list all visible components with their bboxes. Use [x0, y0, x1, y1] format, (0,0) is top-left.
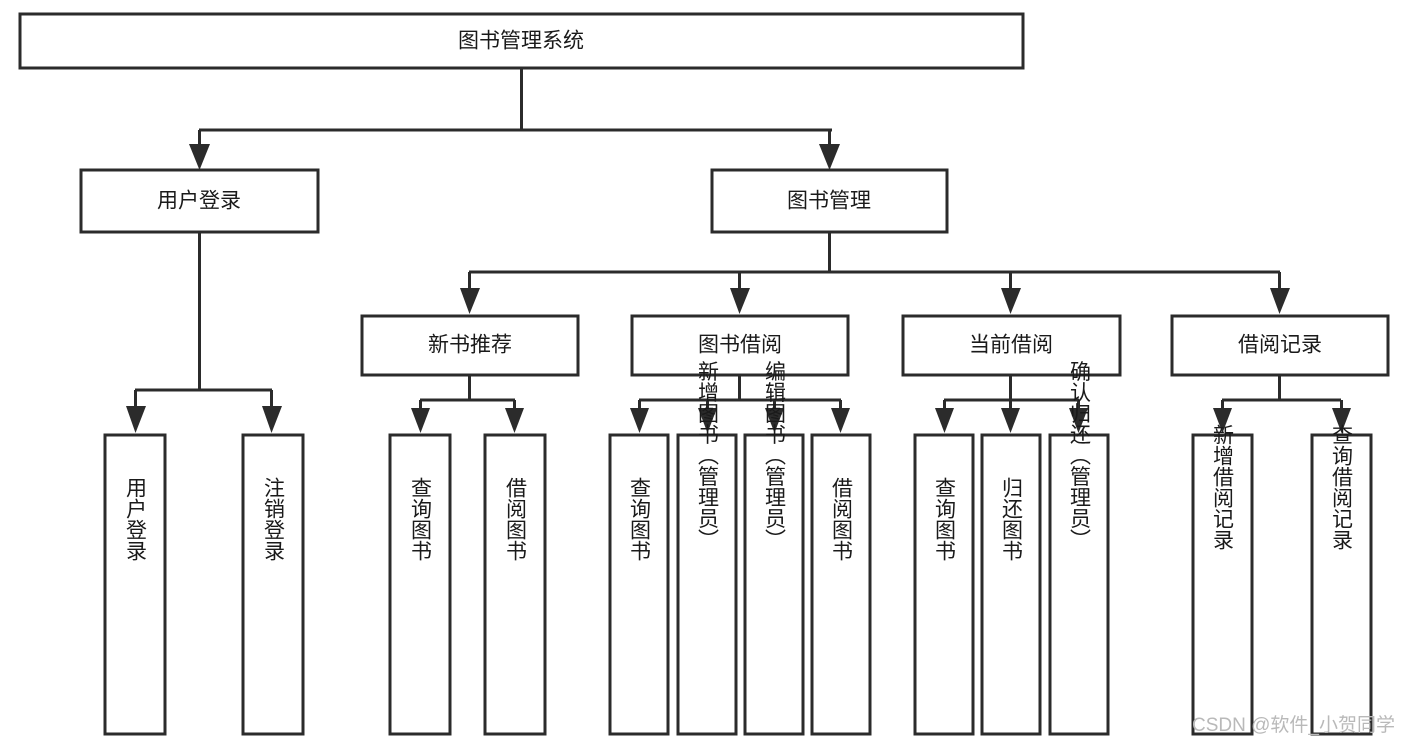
arrow-head-leaf-query-record — [1332, 408, 1351, 433]
node-root-box[interactable] — [18, 12, 1025, 70]
arrow-head-leaf-confirm-return — [1069, 408, 1088, 433]
node-borrow-record-box[interactable] — [1170, 314, 1390, 377]
node-leaf-query-book-1[interactable]: 查询图书 — [388, 433, 452, 736]
node-leaf-add-book-label: 新增图书（管理员） — [696, 361, 720, 550]
node-root[interactable]: 图书管理系统 — [18, 12, 1025, 70]
node-leaf-logout-label: 注销登录 — [262, 477, 286, 561]
node-leaf-borrow-book-1-box[interactable] — [483, 433, 547, 736]
arrow-head-leaf-add-book — [698, 408, 717, 433]
node-leaf-query-book-2-box[interactable] — [608, 433, 670, 736]
arrow-head-leaf-user-login — [126, 406, 146, 433]
node-leaf-user-login-label: 用户登录 — [124, 477, 148, 561]
node-leaf-edit-book-label: 编辑图书（管理员） — [763, 361, 787, 550]
node-leaf-confirm-return-box[interactable] — [1048, 433, 1110, 736]
node-leaf-add-record-box[interactable] — [1191, 433, 1254, 736]
arrow-head-leaf-return-book — [1001, 408, 1020, 433]
node-book-manage[interactable]: 图书管理 — [710, 168, 949, 234]
node-leaf-user-login[interactable]: 用户登录 — [103, 433, 167, 736]
node-leaf-confirm-return-label: 确认归还（管理员） — [1068, 361, 1092, 550]
node-user-login-label: 用户登录 — [157, 190, 241, 213]
arrow-head-leaf-edit-book — [765, 408, 784, 433]
node-leaf-query-book-3-box[interactable] — [913, 433, 975, 736]
node-leaf-add-book-box[interactable] — [676, 433, 738, 736]
node-leaf-query-record[interactable]: 查询借阅记录 — [1310, 424, 1373, 736]
node-leaf-confirm-return[interactable]: 确认归还（管理员） — [1048, 361, 1110, 736]
node-leaf-logout[interactable]: 注销登录 — [241, 433, 305, 736]
node-borrow-record-label: 借阅记录 — [1238, 334, 1322, 357]
node-book-borrow-label: 图书借阅 — [698, 334, 782, 357]
arrow-head-leaf-add-record — [1213, 408, 1232, 433]
arrow-head-leaf-borrow-book-2 — [831, 408, 850, 433]
node-leaf-edit-book-box[interactable] — [743, 433, 805, 736]
node-user-login[interactable]: 用户登录 — [79, 168, 320, 234]
node-user-login-box[interactable] — [79, 168, 320, 234]
connector-layer — [126, 68, 1351, 433]
arrow-head-leaf-query-book-3 — [935, 408, 954, 433]
node-leaf-add-book[interactable]: 新增图书（管理员） — [676, 361, 738, 736]
csdn-watermark: CSDN @软件_小贺同学 — [1192, 714, 1395, 736]
node-book-manage-box[interactable] — [710, 168, 949, 234]
node-leaf-query-book-2[interactable]: 查询图书 — [608, 433, 670, 736]
node-leaf-return-book-box[interactable] — [980, 433, 1042, 736]
node-current-borrow-label: 当前借阅 — [969, 334, 1053, 357]
arrow-head-leaf-logout — [262, 406, 282, 433]
node-book-manage-label: 图书管理 — [787, 190, 871, 213]
node-leaf-return-book-label: 归还图书 — [1000, 477, 1024, 561]
arrow-head-leaf-query-book-2 — [630, 408, 649, 433]
node-leaf-query-record-label: 查询借阅记录 — [1330, 424, 1354, 550]
node-current-borrow-box[interactable] — [901, 314, 1122, 377]
node-leaf-edit-book[interactable]: 编辑图书（管理员） — [743, 361, 805, 736]
arrow-head-user-login — [189, 144, 210, 170]
node-leaf-borrow-book-1-label: 借阅图书 — [504, 477, 528, 561]
node-leaf-borrow-book-2[interactable]: 借阅图书 — [810, 433, 872, 736]
node-leaf-borrow-book-1[interactable]: 借阅图书 — [483, 433, 547, 736]
node-new-book-recommend[interactable]: 新书推荐 — [360, 314, 580, 377]
node-leaf-query-book-2-label: 查询图书 — [628, 477, 652, 561]
node-leaf-return-book[interactable]: 归还图书 — [980, 433, 1042, 736]
node-new-book-recommend-label: 新书推荐 — [428, 334, 512, 357]
arrow-head-new-book-recommend — [460, 288, 480, 314]
arrow-head-leaf-query-book-1 — [411, 408, 430, 433]
arrow-head-leaf-borrow-book-1 — [505, 408, 524, 433]
node-borrow-record[interactable]: 借阅记录 — [1170, 314, 1390, 377]
node-leaf-borrow-book-2-label: 借阅图书 — [830, 477, 854, 561]
node-leaf-query-book-3[interactable]: 查询图书 — [913, 433, 975, 736]
node-leaf-add-record-label: 新增借阅记录 — [1211, 424, 1235, 550]
node-book-borrow[interactable]: 图书借阅 — [630, 314, 850, 377]
node-leaf-query-book-1-label: 查询图书 — [409, 477, 433, 561]
node-root-label: 图书管理系统 — [458, 30, 584, 53]
node-current-borrow[interactable]: 当前借阅 — [901, 314, 1122, 377]
arrow-head-book-manage — [819, 144, 840, 170]
node-new-book-recommend-box[interactable] — [360, 314, 580, 377]
node-leaf-query-book-3-label: 查询图书 — [933, 477, 957, 561]
node-leaf-borrow-book-2-box[interactable] — [810, 433, 872, 736]
arrow-head-current-borrow — [1001, 288, 1021, 314]
node-leaf-query-record-box[interactable] — [1310, 433, 1373, 736]
node-leaf-user-login-box[interactable] — [103, 433, 167, 736]
arrow-head-borrow-record — [1270, 288, 1290, 314]
node-leaf-logout-box[interactable] — [241, 433, 305, 736]
node-leaf-add-record[interactable]: 新增借阅记录 — [1191, 424, 1254, 736]
node-leaf-query-book-1-box[interactable] — [388, 433, 452, 736]
arrow-head-book-borrow — [730, 288, 750, 314]
node-book-borrow-box[interactable] — [630, 314, 850, 377]
